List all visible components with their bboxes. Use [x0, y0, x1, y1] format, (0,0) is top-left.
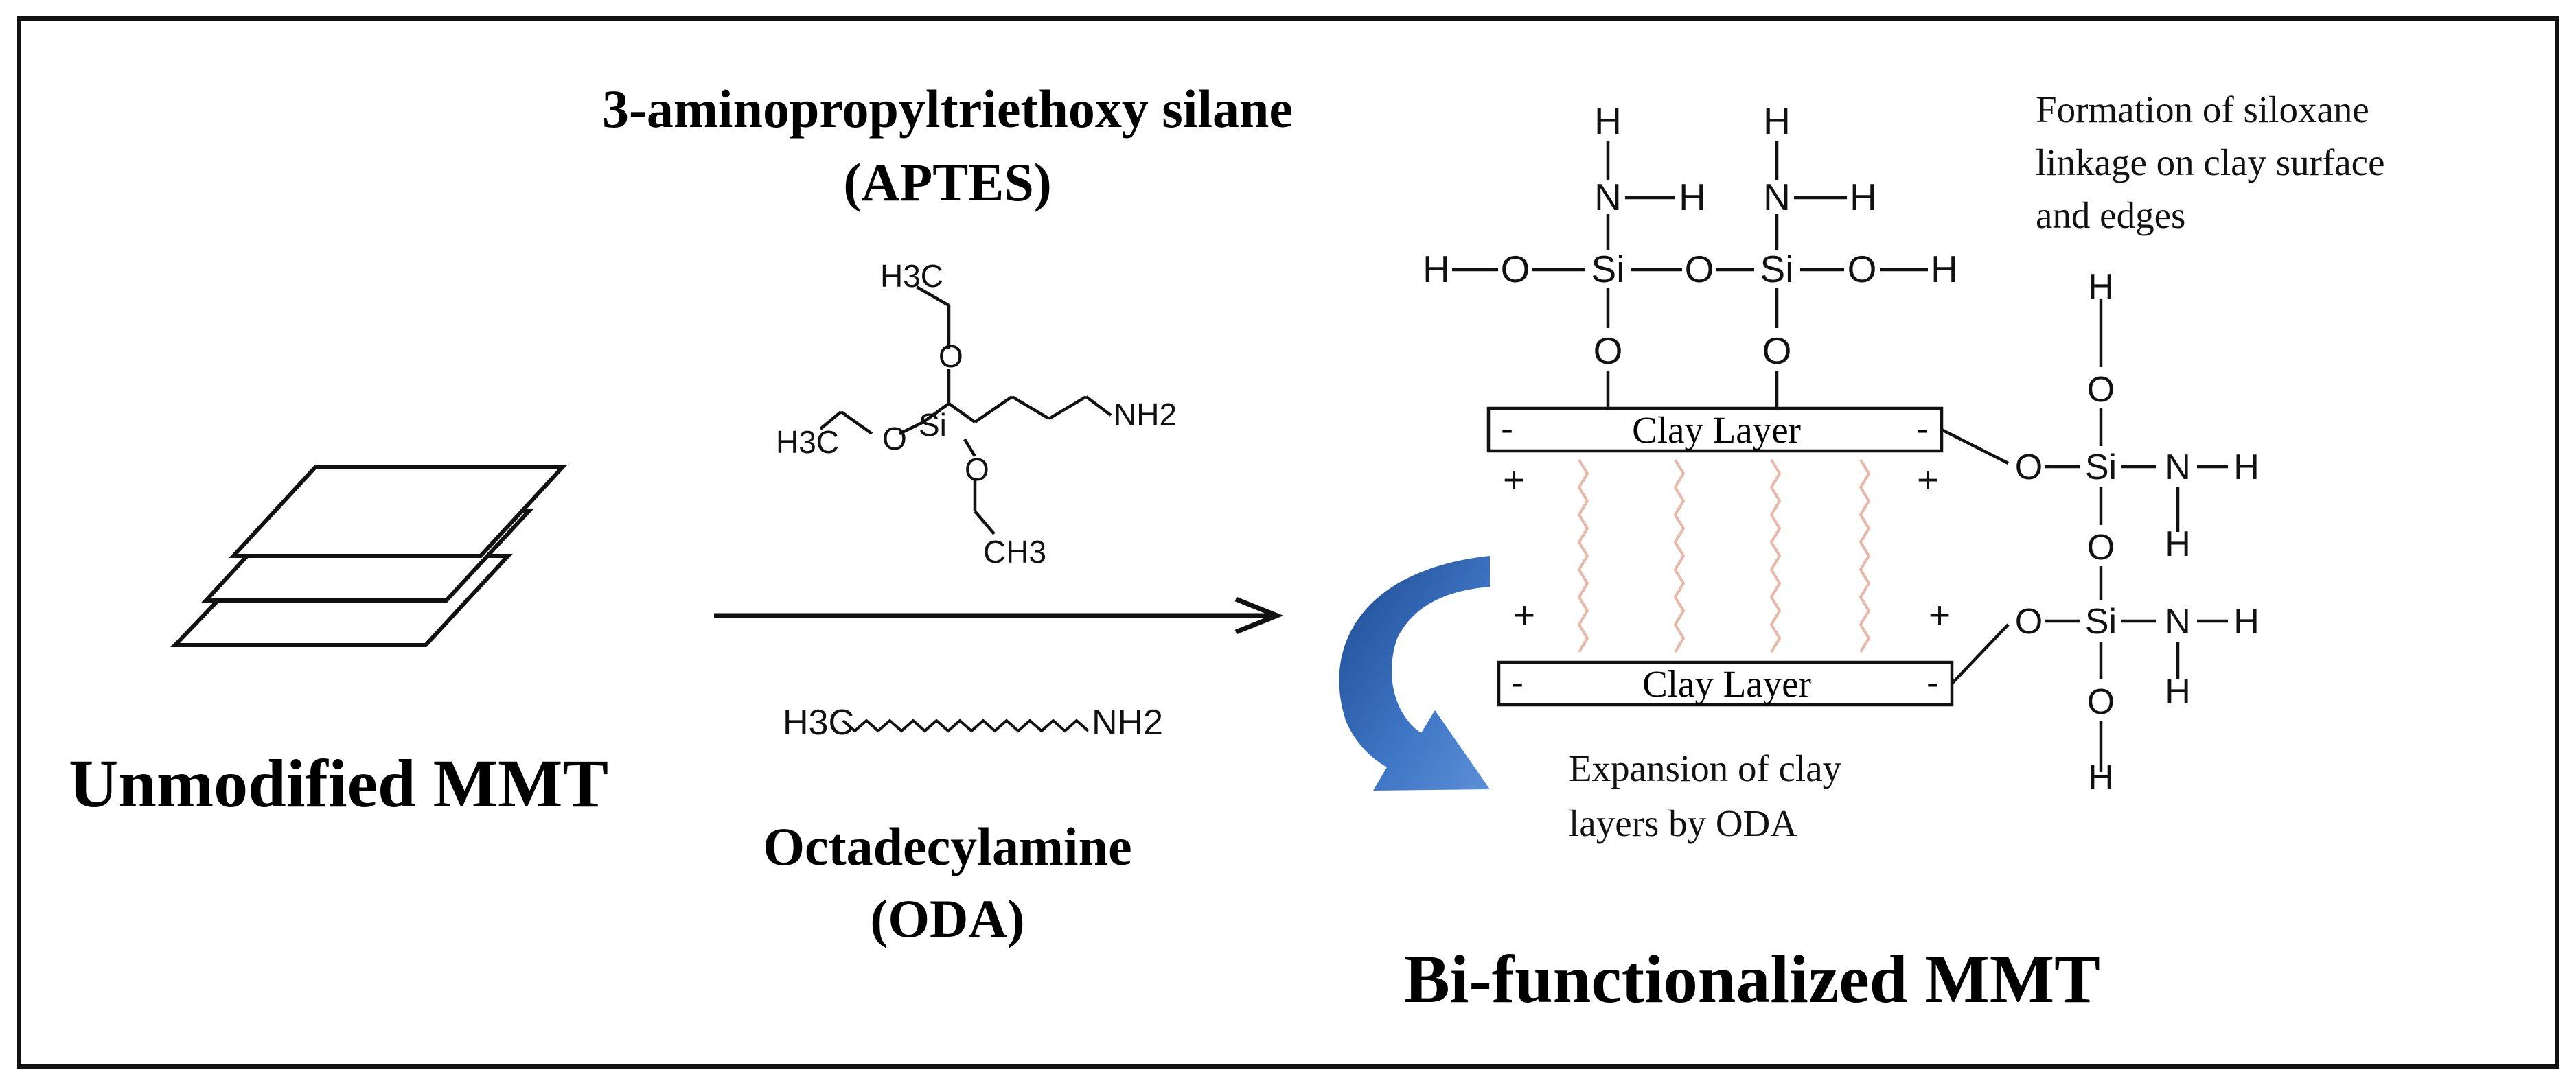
top-o-down-1: O: [1594, 329, 1623, 372]
reaction-arrow: [714, 596, 1284, 635]
cation-charges: + + + +: [1503, 458, 1951, 636]
edge-o-2: O: [2087, 528, 2115, 568]
oda-name-label: Octadecylamine: [763, 817, 1131, 876]
expansion-curved-arrow: [1339, 556, 1490, 791]
edge-h-n2: H: [2165, 672, 2191, 712]
aptes-o-left: O: [882, 421, 907, 456]
aptes-structure: [819, 285, 1112, 535]
top-h-1: H: [1594, 100, 1622, 142]
siloxane-note-line-1: Formation of siloxane: [2036, 89, 2369, 130]
oda-abbr-label: (ODA): [870, 889, 1024, 948]
edge-h-r1: H: [2233, 447, 2259, 487]
top-si-2: Si: [1760, 248, 1794, 290]
edge-o-link-1: O: [2015, 447, 2043, 487]
aptes-h3c-left: H3C: [776, 424, 839, 460]
clay-top-minus-left: -: [1501, 407, 1513, 450]
aptes-si: Si: [919, 407, 947, 443]
edge-n-2: N: [2165, 602, 2191, 642]
plus-4: +: [1929, 594, 1951, 636]
top-n-1: N: [1594, 176, 1622, 218]
stacked-clay-sheets-icon: [170, 465, 568, 647]
clay-layer-bottom-label: Clay Layer: [1642, 663, 1811, 705]
edge-chain-atoms: H O O Si N H H O O Si N H H O H: [2015, 267, 2259, 797]
edge-h-bottom: H: [2088, 758, 2114, 797]
aptes-h3c-top: H3C: [880, 258, 943, 294]
siloxane-note-line-2: linkage on clay surface: [2036, 141, 2385, 183]
aptes-name-label: 3-aminopropyltriethoxy silane: [602, 79, 1293, 139]
edge-o-1: O: [2087, 370, 2115, 410]
top-siloxane-chain: [1452, 141, 1928, 408]
edge-n-1: N: [2165, 447, 2191, 487]
top-nh-h-1: H: [1679, 176, 1706, 218]
plus-1: +: [1503, 458, 1525, 501]
edge-h-top: H: [2088, 267, 2114, 307]
aptes-atoms: H3C O Si O H3C O CH3 NH2: [776, 258, 1177, 570]
top-o-left: O: [1501, 248, 1530, 290]
clay-top-minus-right: -: [1916, 407, 1929, 450]
expansion-note-line-1: Expansion of clay: [1569, 747, 1842, 789]
top-h-right: H: [1931, 248, 1958, 290]
top-h-2: H: [1763, 100, 1791, 142]
edge-o-link-2: O: [2015, 602, 2043, 642]
figure-border: [17, 16, 2559, 1069]
unmodified-mmt-label: Unmodified MMT: [69, 745, 608, 821]
clay-bottom-minus-left: -: [1511, 661, 1523, 703]
edge-h-n1: H: [2165, 524, 2191, 564]
top-si-1: Si: [1591, 248, 1625, 290]
oda-h3c: H3C: [783, 703, 854, 743]
oda-intercalated-chains: [1577, 458, 1871, 653]
oda-structure: H3C NH2: [783, 703, 1163, 743]
oda-nh2: NH2: [1092, 703, 1163, 743]
top-nh-h-2: H: [1850, 176, 1877, 218]
aptes-nh2: NH2: [1114, 397, 1177, 432]
clay-layer-bottom: Clay Layer - -: [1497, 660, 1954, 707]
clay-layer-top: Clay Layer - -: [1486, 406, 1944, 453]
edge-si-1: Si: [2085, 447, 2117, 487]
aptes-o-top: O: [939, 338, 963, 374]
bifunctionalized-mmt-label: Bi-functionalized MMT: [1404, 941, 2100, 1017]
clay-bottom-minus-right: -: [1927, 661, 1939, 703]
aptes-abbr-label: (APTES): [843, 152, 1051, 212]
clay-layer-top-label: Clay Layer: [1632, 409, 1801, 451]
aptes-ch3: CH3: [983, 534, 1046, 570]
edge-siloxane-chains: [1940, 299, 2228, 772]
edge-o-3: O: [2087, 682, 2115, 722]
top-n-2: N: [1763, 176, 1791, 218]
plus-2: +: [1917, 458, 1939, 501]
expansion-note-line-2: layers by ODA: [1569, 802, 1797, 844]
aptes-o-bottom: O: [965, 452, 989, 487]
siloxane-note-line-3: and edges: [2036, 194, 2185, 236]
top-h-left: H: [1423, 248, 1450, 290]
plus-3: +: [1513, 594, 1535, 636]
edge-si-2: Si: [2085, 602, 2117, 642]
top-chain-atoms: H N H H N H H O Si O Si O H O O: [1423, 100, 1958, 372]
top-o-bridge: O: [1685, 248, 1714, 290]
edge-h-r2: H: [2233, 602, 2259, 642]
top-o-right: O: [1848, 248, 1877, 290]
top-o-down-2: O: [1762, 329, 1792, 372]
